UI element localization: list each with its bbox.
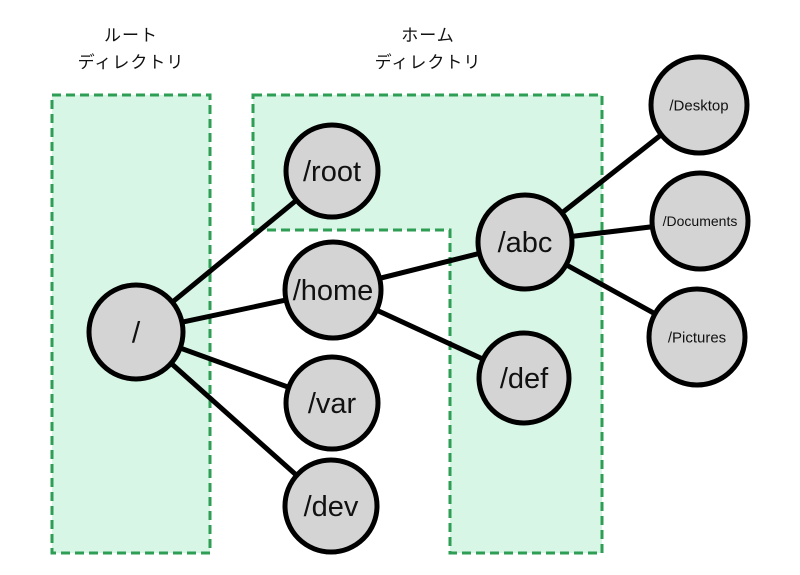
node-circle-desktop <box>648 54 750 156</box>
root-directory-label-line2: ディレクトリ <box>78 52 185 72</box>
node-slashroot: /root <box>283 122 381 220</box>
node-circle-def <box>476 330 572 426</box>
node-home: /home <box>282 239 384 341</box>
node-label-var: /var <box>308 388 357 420</box>
node-root: / <box>86 282 186 382</box>
node-label-root: / <box>132 317 141 350</box>
node-dev: /dev <box>282 457 380 555</box>
node-label-home: /home <box>293 275 374 307</box>
node-label-desktop: /Desktop <box>669 97 728 114</box>
node-def: /def <box>476 330 572 426</box>
node-circle-documents <box>649 170 751 272</box>
node-label-abc: /abc <box>498 227 553 259</box>
home-directory-label-line2: ディレクトリ <box>375 52 482 72</box>
node-circle-slashroot <box>283 122 381 220</box>
root-directory-label-line1: ルート <box>104 26 158 45</box>
node-var: /var <box>283 354 381 452</box>
node-label-pictures: /Pictures <box>668 329 726 346</box>
home-directory-label-line1: ホーム <box>401 26 455 45</box>
node-documents: /Documents <box>649 170 751 272</box>
node-label-dev: /dev <box>304 491 359 523</box>
node-circle-var <box>283 354 381 452</box>
node-pictures: /Pictures <box>646 286 748 388</box>
node-circle-abc <box>475 192 575 292</box>
node-layer: / /root/home/var/dev/abc/def/Desktop/Docu… <box>86 54 751 555</box>
node-label-slashroot: /root <box>303 156 361 188</box>
node-desktop: /Desktop <box>648 54 750 156</box>
node-circle-root <box>86 282 186 382</box>
node-circle-home <box>282 239 384 341</box>
node-label-documents: /Documents <box>663 213 738 229</box>
node-circle-dev <box>282 457 380 555</box>
node-circle-pictures <box>646 286 748 388</box>
node-abc: /abc <box>475 192 575 292</box>
node-label-def: /def <box>500 363 549 395</box>
